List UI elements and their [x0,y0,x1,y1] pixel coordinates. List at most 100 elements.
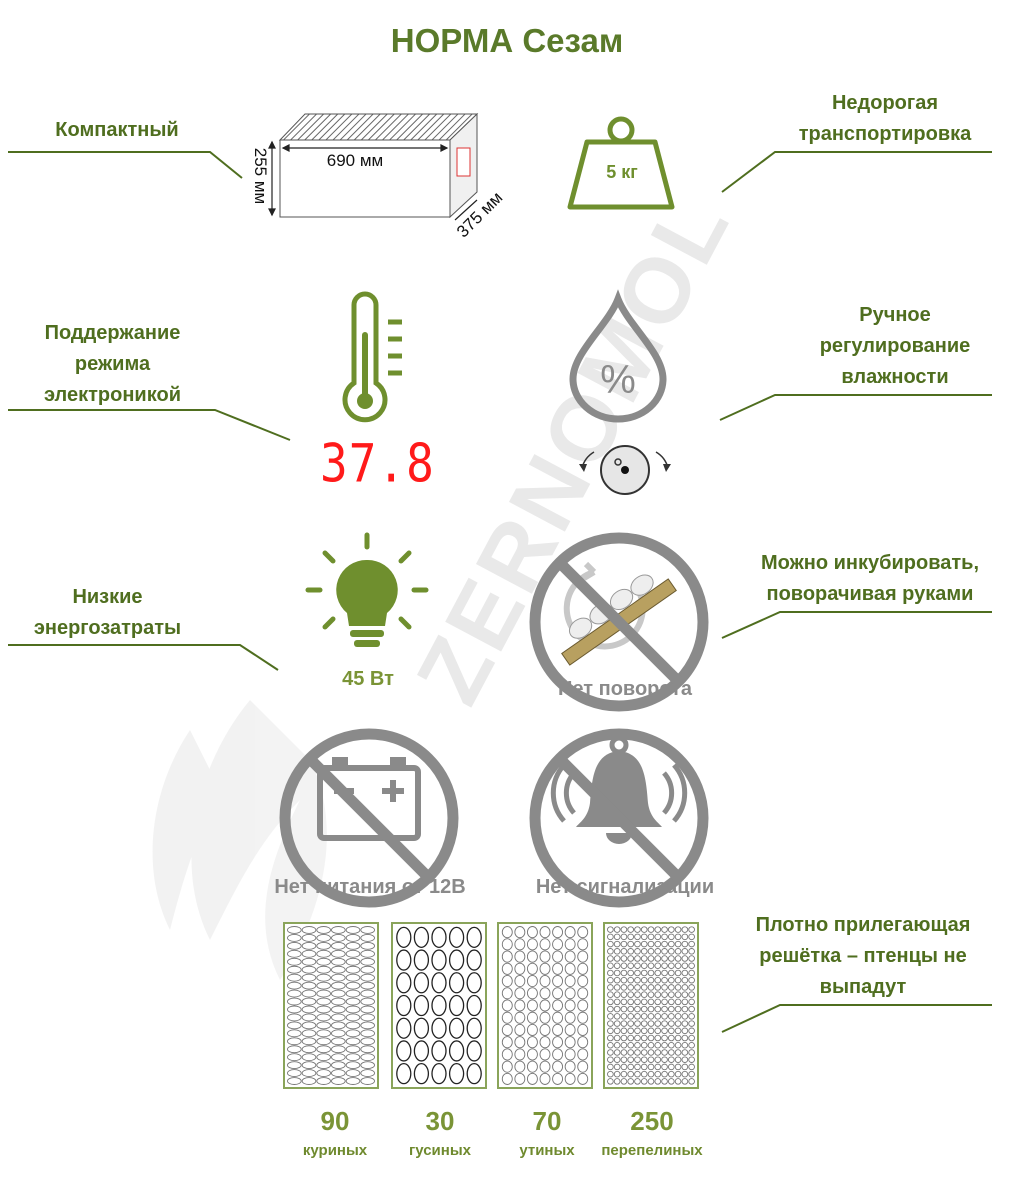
tray-count: 90 [320,1106,350,1136]
egg-slot [448,972,465,994]
egg-slot [620,1078,628,1085]
egg-slot [661,969,668,977]
page-title: НОРМА Сезам [390,22,624,59]
egg-slot [667,1034,675,1042]
egg-slot [514,926,526,939]
egg-slot [654,1070,662,1078]
egg-slot [360,1037,375,1046]
egg-slot [539,1048,551,1061]
egg-slot [654,926,662,933]
egg-slot [654,933,662,941]
egg-slot [627,948,635,955]
egg-slot [301,989,317,998]
egg-slot [654,1005,662,1013]
egg-slot [514,1072,526,1085]
egg-slot [301,1077,317,1085]
egg-slot [640,940,648,948]
egg-slot [316,949,331,958]
egg-slot [634,948,641,955]
egg-slot [564,987,576,1000]
egg-slot [316,933,331,942]
electronics-label: Поддержание режима электроникой [44,322,181,406]
egg-slot [674,933,682,941]
egg-slot [501,1060,513,1073]
egg-slot [627,969,635,977]
egg-slot [577,1011,589,1024]
egg-slot [526,1072,538,1085]
egg-slot [667,998,675,1006]
compact-label: Компактный [55,119,179,141]
power-value: 45 Вт [342,668,394,690]
egg-slot [552,987,564,1000]
humidity-drop-icon: % [569,289,667,423]
egg-slot [360,1053,375,1062]
egg-slot [661,1020,668,1027]
egg-slot [501,974,513,988]
egg-slot [301,1053,317,1062]
egg-slot [681,1034,689,1042]
egg-slot [514,999,526,1012]
egg-slot [316,1021,331,1030]
egg-slot [431,926,447,949]
egg-slot [577,938,589,951]
egg-slot [681,998,689,1006]
egg-slot [634,1013,641,1020]
egg-slot [627,998,635,1006]
tray-count: 30 [425,1106,455,1136]
egg-slot [620,948,628,955]
egg-slot [613,1034,621,1042]
egg-slot [688,1070,695,1078]
egg-slot [539,1023,551,1037]
egg-slot [413,949,430,971]
egg-slot [688,1078,695,1085]
egg-slot [345,957,361,966]
egg-slot [360,1061,375,1070]
egg-slot [539,962,551,975]
egg-slot [647,1041,655,1049]
egg-slot [674,1020,682,1027]
egg-slot [640,1063,648,1071]
egg-slot [674,976,682,984]
egg-slot [613,969,621,977]
egg-slot [345,997,361,1006]
egg-slot [577,1023,589,1037]
egg-slot [564,1036,576,1049]
rotary-knob-icon[interactable] [570,438,680,498]
egg-slot [667,1020,675,1027]
egg-slot [501,987,513,1000]
egg-slot [466,1062,482,1085]
egg-slot [431,972,447,994]
egg-slot [688,933,695,941]
egg-slot [564,950,576,963]
egg-slot [654,998,662,1006]
egg-slot [577,974,589,988]
egg-slot [654,955,662,962]
egg-slot [448,926,465,949]
egg-slot [287,981,302,990]
egg-slot [654,976,662,984]
transport-label: Недорогая транспортировка [798,92,972,145]
egg-slot [640,933,648,941]
egg-slot [661,948,668,955]
egg-slot [345,1045,361,1054]
egg-slot [634,926,641,933]
egg-slot [667,940,675,948]
egg-slot [316,1053,331,1062]
egg-slot [514,987,526,1000]
egg-slot [360,1045,375,1054]
egg-slot [613,1041,621,1049]
egg-slot [287,1061,302,1070]
egg-slot [514,1060,526,1073]
egg-slot [613,976,621,984]
egg-slot [667,976,675,984]
egg-slot [661,1027,668,1035]
egg-slot [360,933,375,942]
egg-slot [539,926,551,939]
egg-slot [564,1011,576,1024]
egg-slot [647,969,655,977]
thermometer-icon [342,291,402,423]
egg-slot [661,1049,668,1056]
egg-slot [667,1041,675,1049]
egg-slot [501,926,513,939]
egg-slot [681,1063,689,1071]
